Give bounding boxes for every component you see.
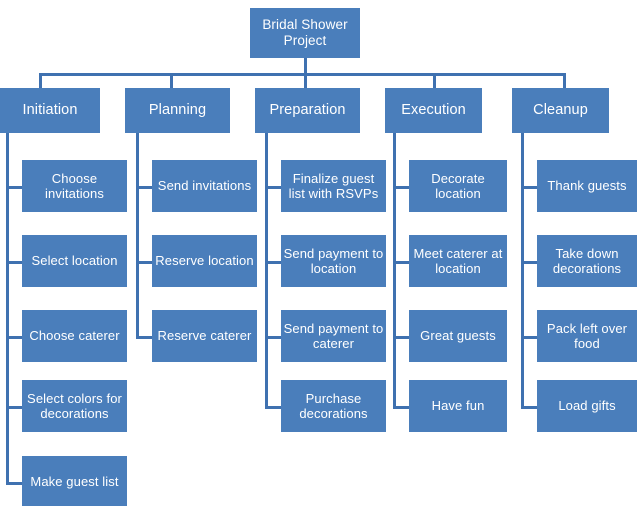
connector-phase-drop-initiation — [39, 73, 42, 88]
connector-stub-execution-3 — [393, 406, 409, 409]
connector-stub-preparation-3 — [265, 406, 281, 409]
phase-node-initiation[interactable]: Initiation — [0, 88, 100, 133]
task-node-choose-caterer[interactable]: Choose caterer — [22, 310, 127, 362]
task-node-finalize-guest-list-with-rsvps[interactable]: Finalize guest list with RSVPs — [281, 160, 386, 212]
connector-stub-cleanup-0 — [521, 186, 537, 189]
connector-phase-drop-preparation — [304, 73, 307, 88]
task-node-great-guests[interactable]: Great guests — [409, 310, 507, 362]
task-node-meet-caterer-at-location[interactable]: Meet caterer at location — [409, 235, 507, 287]
connector-stub-initiation-3 — [6, 406, 22, 409]
connector-stub-planning-0 — [136, 186, 152, 189]
connector-stub-cleanup-3 — [521, 406, 537, 409]
task-node-send-payment-to-location[interactable]: Send payment to location — [281, 235, 386, 287]
task-node-reserve-location[interactable]: Reserve location — [152, 235, 257, 287]
task-node-select-colors-for-decorations[interactable]: Select colors for decorations — [22, 380, 127, 432]
phase-node-cleanup[interactable]: Cleanup — [512, 88, 609, 133]
task-node-have-fun[interactable]: Have fun — [409, 380, 507, 432]
connector-phase-drop-planning — [170, 73, 173, 88]
connector-spine-cleanup — [521, 133, 524, 409]
task-node-thank-guests[interactable]: Thank guests — [537, 160, 637, 212]
task-node-decorate-location[interactable]: Decorate location — [409, 160, 507, 212]
connector-stub-planning-1 — [136, 261, 152, 264]
connector-stub-initiation-0 — [6, 186, 22, 189]
connector-spine-execution — [393, 133, 396, 409]
connector-spine-preparation — [265, 133, 268, 409]
task-node-load-gifts[interactable]: Load gifts — [537, 380, 637, 432]
task-node-take-down-decorations[interactable]: Take down decorations — [537, 235, 637, 287]
task-node-pack-left-over-food[interactable]: Pack left over food — [537, 310, 637, 362]
task-node-purchase-decorations[interactable]: Purchase decorations — [281, 380, 386, 432]
connector-stub-initiation-4 — [6, 482, 22, 485]
phase-node-preparation[interactable]: Preparation — [255, 88, 360, 133]
connector-stub-execution-1 — [393, 261, 409, 264]
connector-stub-execution-2 — [393, 336, 409, 339]
connector-phase-drop-execution — [433, 73, 436, 88]
connector-stub-preparation-0 — [265, 186, 281, 189]
connector-spine-initiation — [6, 133, 9, 485]
phase-node-planning[interactable]: Planning — [125, 88, 230, 133]
connector-stub-cleanup-2 — [521, 336, 537, 339]
connector-stub-planning-2 — [136, 336, 152, 339]
connector-stub-initiation-2 — [6, 336, 22, 339]
root-node-bridal-shower-project[interactable]: Bridal Shower Project — [250, 8, 360, 58]
connector-stub-preparation-1 — [265, 261, 281, 264]
phase-node-execution[interactable]: Execution — [385, 88, 482, 133]
connector-root-drop — [304, 58, 307, 75]
task-node-make-guest-list[interactable]: Make guest list — [22, 456, 127, 506]
connector-spine-planning — [136, 133, 139, 339]
task-node-send-payment-to-caterer[interactable]: Send payment to caterer — [281, 310, 386, 362]
connector-stub-execution-0 — [393, 186, 409, 189]
connector-phase-bus — [39, 73, 566, 76]
connector-phase-drop-cleanup — [563, 73, 566, 88]
task-node-send-invitations[interactable]: Send invitations — [152, 160, 257, 212]
connector-stub-preparation-2 — [265, 336, 281, 339]
task-node-choose-invitations[interactable]: Choose invitations — [22, 160, 127, 212]
connector-stub-cleanup-1 — [521, 261, 537, 264]
task-node-reserve-caterer[interactable]: Reserve caterer — [152, 310, 257, 362]
connector-stub-initiation-1 — [6, 261, 22, 264]
task-node-select-location[interactable]: Select location — [22, 235, 127, 287]
